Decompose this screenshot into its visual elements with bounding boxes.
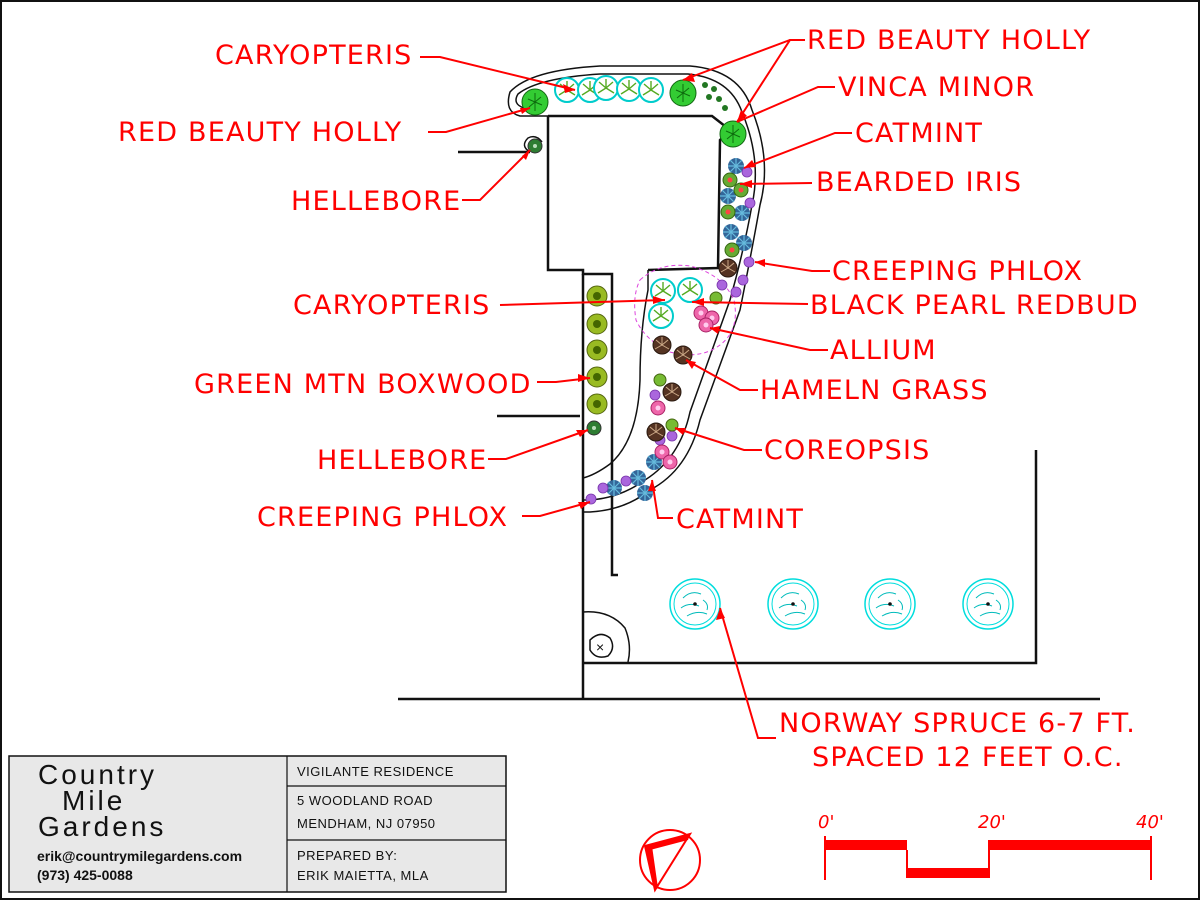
caryopteris-plant <box>648 303 674 329</box>
catmint-plant <box>629 469 647 487</box>
creeping-phlox-plant <box>597 482 609 494</box>
label-creeping-phlox-left: CREEPING PHLOX <box>257 502 508 533</box>
label-red-beauty-holly-left: RED BEAUTY HOLLY <box>118 117 402 148</box>
caryopteris-plant <box>593 75 619 101</box>
title-block: Country Mile Gardens erik@countrymilegar… <box>8 755 507 893</box>
prepared-by-name: ERIK MAIETTA, MLA <box>297 868 429 883</box>
creeping-phlox-plant <box>737 274 749 286</box>
hellebore-plant <box>586 420 602 436</box>
project-name: VIGILANTE RESIDENCE <box>297 764 454 779</box>
norway-spruce-plant <box>669 578 721 630</box>
company-name-line1: Country <box>38 759 157 790</box>
vinca-minor-plant <box>716 96 722 102</box>
label-norway-spruce-line1: NORWAY SPRUCE 6-7 FT. <box>779 708 1136 739</box>
leader-arrowheads <box>520 73 765 620</box>
bearded-iris-plant <box>720 204 736 220</box>
hameln-grass-plant <box>646 422 666 442</box>
allium-plant <box>662 454 678 470</box>
leader-lines <box>420 39 852 739</box>
coreopsis-plant <box>653 373 667 387</box>
company-name-line2: Mile <box>62 785 125 816</box>
creeping-phlox-plant <box>741 166 753 178</box>
catmint-plant <box>727 157 745 175</box>
label-caryopteris-mid: CARYOPTERIS <box>293 290 491 321</box>
caryopteris-plant <box>616 76 642 102</box>
green-mtn-boxwood-plant <box>586 366 608 388</box>
label-caryopteris-top: CARYOPTERIS <box>215 40 413 71</box>
label-coreopsis: COREOPSIS <box>764 435 931 466</box>
scale-x-mark: × <box>596 639 604 655</box>
red-beauty-holly-plant <box>521 88 549 116</box>
label-red-beauty-holly-top: RED BEAUTY HOLLY <box>807 25 1091 56</box>
label-norway-spruce-line2: SPACED 12 FEET O.C. <box>812 742 1124 773</box>
label-hellebore-top: HELLEBORE <box>291 186 461 217</box>
vinca-minor-plant <box>711 86 717 92</box>
scale-label-20: 20' <box>978 812 1006 833</box>
company-name-line3: Gardens <box>38 811 166 842</box>
catmint-plant <box>605 479 623 497</box>
norway-spruce-plant <box>767 578 819 630</box>
caryopteris-plant <box>677 277 703 303</box>
caryopteris-plant <box>638 77 664 103</box>
hameln-grass-plant <box>652 335 672 355</box>
project-address-line1: 5 WOODLAND ROAD <box>297 793 433 808</box>
creeping-phlox-plant <box>744 197 756 209</box>
label-catmint-right: CATMINT <box>855 118 983 149</box>
label-vinca-minor: VINCA MINOR <box>838 72 1035 103</box>
hameln-grass-plant <box>718 258 738 278</box>
project-address-line2: MENDHAM, NJ 07950 <box>297 816 436 831</box>
scale-bar: 0' 20' 40' <box>818 812 1164 880</box>
label-bearded-iris: BEARDED IRIS <box>816 167 1022 198</box>
label-hellebore-bottom: HELLEBORE <box>317 445 487 476</box>
red-beauty-holly-plant <box>669 79 697 107</box>
scale-label-40: 40' <box>1136 812 1164 833</box>
vinca-minor-plant <box>722 105 728 111</box>
allium-plant <box>650 400 666 416</box>
north-arrow-icon <box>639 829 701 893</box>
hameln-grass-plant <box>662 382 682 402</box>
vinca-minor-plant <box>702 82 708 88</box>
scale-label-0: 0' <box>818 812 834 833</box>
norway-spruce-plant <box>864 578 916 630</box>
creeping-phlox-plant <box>743 256 755 268</box>
green-mtn-boxwood-plant <box>586 339 608 361</box>
norway-spruce-plant <box>962 578 1014 630</box>
prepared-by-label: PREPARED BY: <box>297 848 397 863</box>
creeping-phlox-plant <box>666 430 678 442</box>
company-email: erik@countrymilegardens.com <box>37 848 242 864</box>
bearded-iris-plant <box>722 172 738 188</box>
creeping-phlox-plant <box>730 286 742 298</box>
house-footprint <box>398 114 1100 701</box>
label-green-mtn-boxwood: GREEN MTN BOXWOOD <box>194 369 532 400</box>
creeping-phlox-plant <box>716 279 728 291</box>
label-hameln-grass: HAMELN GRASS <box>760 375 989 406</box>
company-phone: (973) 425-0088 <box>37 867 133 883</box>
plant-labels: CARYOPTERIS RED BEAUTY HOLLY VINCA MINOR… <box>118 25 1139 773</box>
catmint-plant <box>722 223 740 241</box>
allium-plant <box>698 317 714 333</box>
label-catmint-bottom: CATMINT <box>676 504 804 535</box>
label-allium: ALLIUM <box>830 335 937 366</box>
label-creeping-phlox-right: CREEPING PHLOX <box>832 256 1083 287</box>
label-black-pearl-redbud: BLACK PEARL REDBUD <box>810 290 1139 321</box>
bearded-iris-plant <box>724 242 740 258</box>
red-beauty-holly-plant <box>719 120 747 148</box>
redbud-canopy <box>634 264 736 356</box>
vinca-minor-plant <box>706 94 712 100</box>
green-mtn-boxwood-plant <box>586 393 608 415</box>
creeping-phlox-plant <box>649 389 661 401</box>
creeping-phlox-plant <box>620 475 632 487</box>
green-mtn-boxwood-plant <box>586 313 608 335</box>
